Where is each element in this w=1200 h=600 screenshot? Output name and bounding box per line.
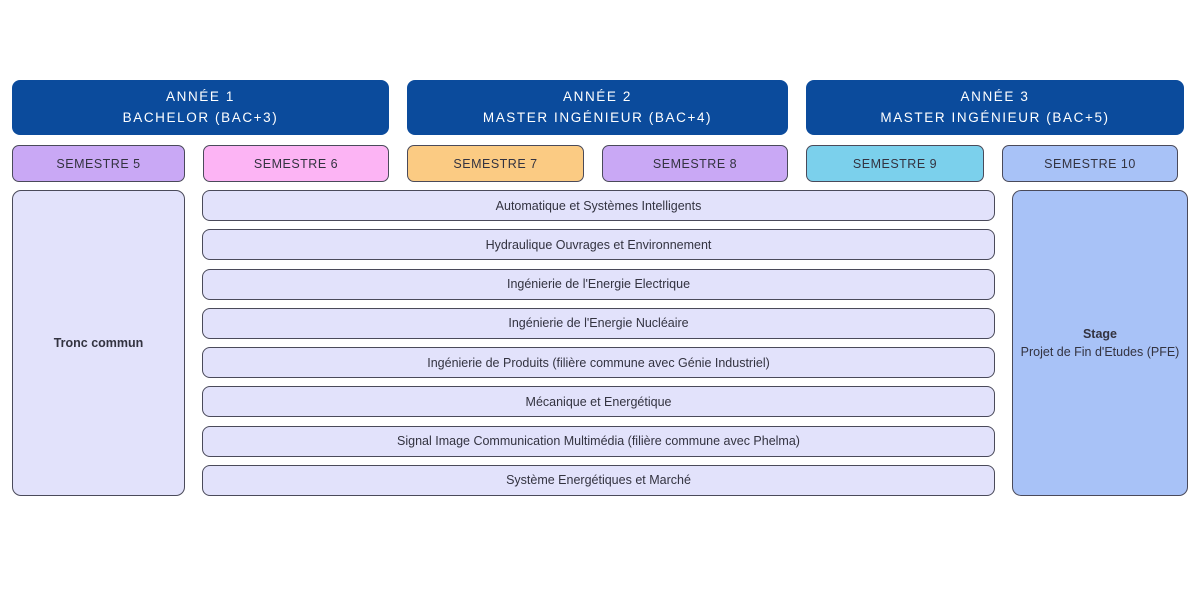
year-header-annee-2: ANNÉE 2 MASTER INGÉNIEUR (BAC+4) xyxy=(407,80,788,135)
course-row[interactable]: Ingénierie de Produits (filière commune … xyxy=(202,347,995,379)
curriculum-body: Tronc commun Automatique et Systèmes Int… xyxy=(12,190,1188,496)
panel-stage-title: Stage xyxy=(1082,326,1118,341)
year-header-annee-1-line1: ANNÉE 1 xyxy=(166,88,235,104)
year-header-row: ANNÉE 1 BACHELOR (BAC+3) ANNÉE 2 MASTER … xyxy=(12,80,1188,135)
course-row[interactable]: Ingénierie de l'Energie Electrique xyxy=(202,268,995,300)
course-row[interactable]: Automatique et Systèmes Intelligents xyxy=(202,190,995,221)
year-header-annee-3-line2: MASTER INGÉNIEUR (BAC+5) xyxy=(880,109,1110,125)
panel-tronc-commun-title: Tronc commun xyxy=(53,335,144,350)
course-row[interactable]: Ingénierie de l'Energie Nucléaire xyxy=(202,307,995,339)
course-row[interactable]: Signal Image Communication Multimédia (f… xyxy=(202,425,995,457)
semester-badge-6[interactable]: SEMESTRE 6 xyxy=(203,145,389,182)
year-header-annee-2-line2: MASTER INGÉNIEUR (BAC+4) xyxy=(482,109,713,125)
panel-tronc-commun: Tronc commun xyxy=(12,190,185,496)
year-header-annee-2-line1: ANNÉE 2 xyxy=(563,88,632,104)
semester-badge-5[interactable]: SEMESTRE 5 xyxy=(12,145,185,182)
course-list: Automatique et Systèmes Intelligents Hyd… xyxy=(202,190,995,496)
semester-badge-8[interactable]: SEMESTRE 8 xyxy=(602,145,788,182)
year-header-annee-1: ANNÉE 1 BACHELOR (BAC+3) xyxy=(12,80,389,135)
panel-stage-pfe: Stage Projet de Fin d'Etudes (PFE) xyxy=(1012,190,1188,496)
panel-stage-subtitle: Projet de Fin d'Etudes (PFE) xyxy=(1020,345,1180,359)
semester-badge-7[interactable]: SEMESTRE 7 xyxy=(407,145,584,182)
semester-badge-10[interactable]: SEMESTRE 10 xyxy=(1002,145,1178,182)
year-header-annee-1-line2: BACHELOR (BAC+3) xyxy=(122,109,279,125)
course-row[interactable]: Mécanique et Energétique xyxy=(202,386,995,418)
semester-badge-9[interactable]: SEMESTRE 9 xyxy=(806,145,984,182)
semester-row: SEMESTRE 5 SEMESTRE 6 SEMESTRE 7 SEMESTR… xyxy=(12,145,1188,182)
year-header-annee-3-line1: ANNÉE 3 xyxy=(960,88,1030,104)
course-row[interactable]: Hydraulique Ouvrages et Environnement xyxy=(202,229,995,261)
course-row[interactable]: Système Energétiques et Marché xyxy=(202,464,995,496)
year-header-annee-3: ANNÉE 3 MASTER INGÉNIEUR (BAC+5) xyxy=(806,80,1184,135)
